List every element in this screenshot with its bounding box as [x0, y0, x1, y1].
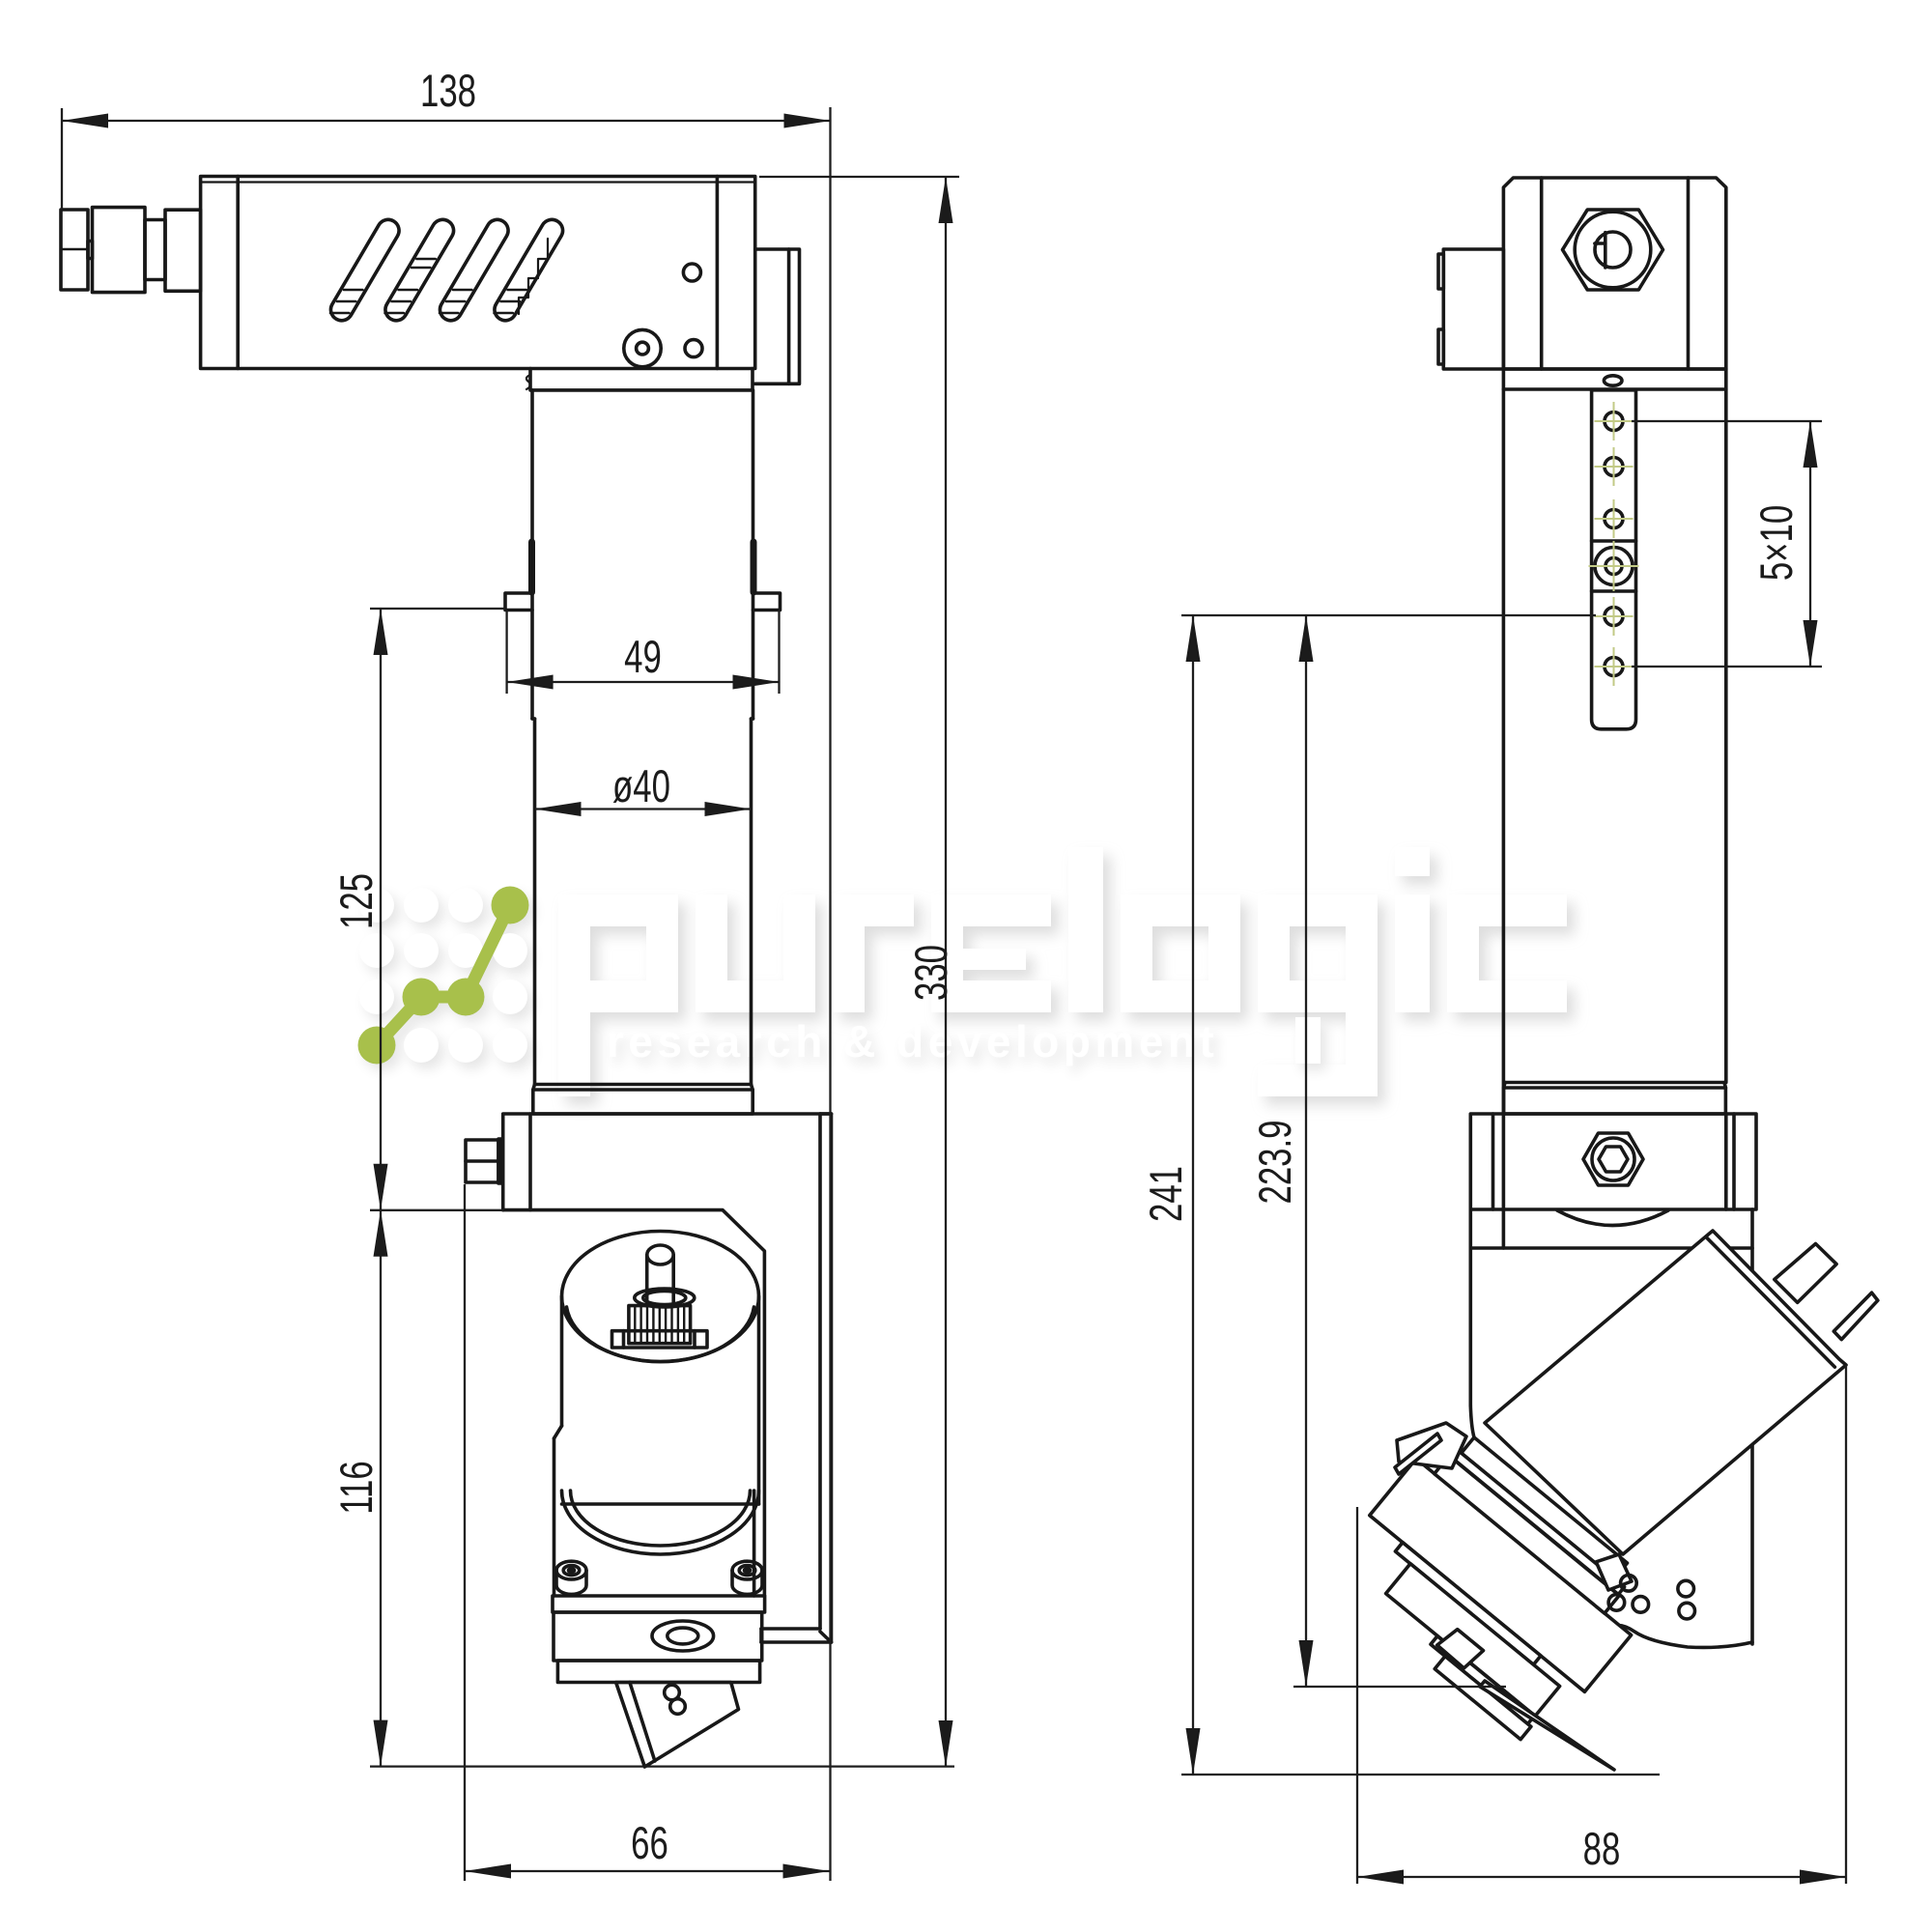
svg-text:241: 241	[1141, 1166, 1191, 1222]
svg-text:88: 88	[1583, 1824, 1621, 1874]
svg-text:125: 125	[331, 873, 382, 929]
svg-text:ø40: ø40	[612, 761, 670, 811]
svg-text:223.9: 223.9	[1250, 1120, 1300, 1204]
svg-text:330: 330	[906, 945, 956, 1001]
svg-text:66: 66	[631, 1818, 668, 1868]
svg-text:116: 116	[331, 1461, 382, 1514]
svg-text:5×10: 5×10	[1751, 505, 1802, 581]
svg-text:49: 49	[624, 632, 662, 682]
svg-text:138: 138	[420, 66, 476, 116]
svg-text:research & development: research & development	[607, 1016, 1218, 1066]
